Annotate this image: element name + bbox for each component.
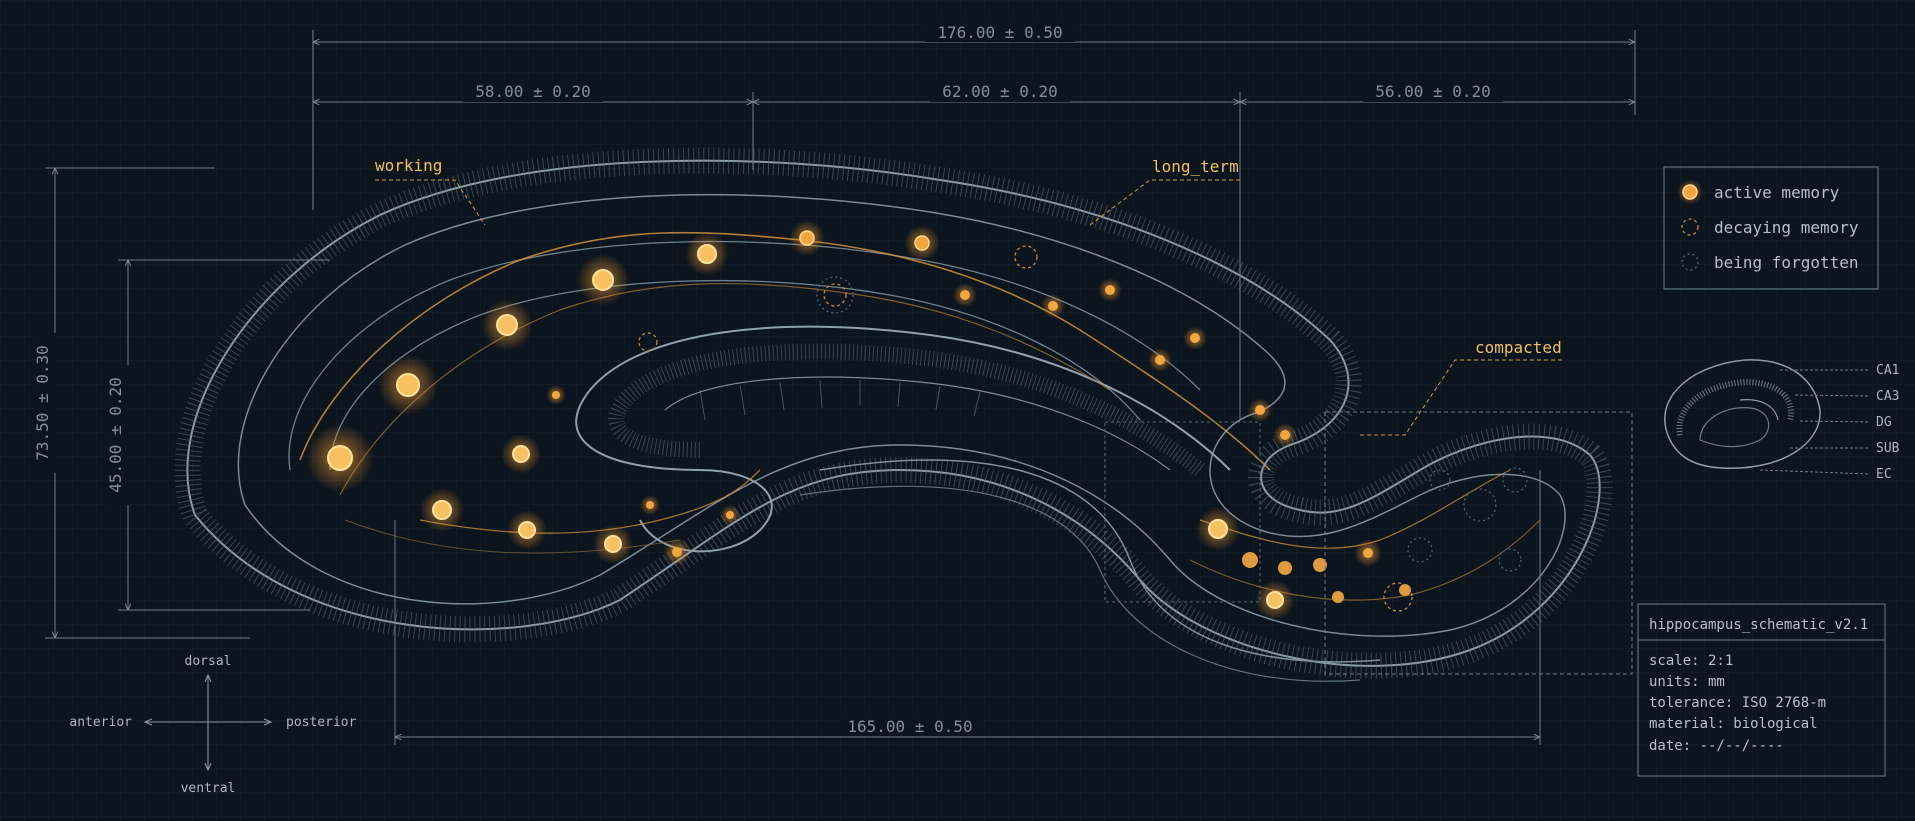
legend-box — [1663, 166, 1879, 290]
compass-dorsal: dorsal — [185, 654, 232, 669]
title-block-frame — [1637, 603, 1886, 777]
region-label-ca3: CA3 — [1876, 389, 1899, 404]
callouts: working long_term compacted — [375, 156, 1633, 675]
compass: dorsal ventral anterior posterior — [69, 654, 356, 796]
svg-text:active memory: active memory — [1714, 183, 1840, 202]
compass-posterior: posterior — [286, 715, 357, 730]
title-block-tolerance: tolerance: ISO 2768-m — [1649, 695, 1826, 711]
title-block: hippocampus_schematic_v2.1 scale: 2:1 un… — [1637, 603, 1886, 777]
svg-text:being forgotten: being forgotten — [1714, 253, 1859, 272]
region-label-sub: SUB — [1876, 441, 1900, 456]
legend-item-forgotten: being forgotten — [1681, 253, 1859, 272]
callout-working: working — [375, 156, 442, 175]
memory-nodes — [306, 220, 1528, 620]
seg-mid-dimension: 62.00 ± 0.20 — [942, 82, 1058, 101]
title-block-material: material: biological — [1649, 716, 1818, 732]
active-node — [306, 424, 374, 492]
title-block-units: units: mm — [1649, 674, 1725, 690]
compacted-region-box — [1324, 411, 1633, 675]
callout-compacted: compacted — [1475, 338, 1562, 357]
legend: active memory decaying memory being forg… — [1663, 166, 1879, 290]
compass-anterior: anterior — [69, 715, 132, 730]
svg-text:decaying memory: decaying memory — [1714, 218, 1859, 237]
seg-left-dimension: 58.00 ± 0.20 — [475, 82, 591, 101]
height-outer-dimension: 73.50 ± 0.30 — [33, 345, 52, 461]
dimension-labels: 176.00 ± 0.50 58.00 ± 0.20 62.00 ± 0.20 … — [33, 20, 1503, 736]
compass-ventral: ventral — [181, 781, 236, 796]
title-block-title: hippocampus_schematic_v2.1 — [1649, 617, 1868, 633]
region-label-dg: DG — [1876, 415, 1892, 430]
overall-dimension: 176.00 ± 0.50 — [937, 23, 1062, 42]
height-inner-dimension: 45.00 ± 0.20 — [106, 377, 125, 493]
region-label-ec: EC — [1876, 467, 1892, 482]
bottom-dimension: 165.00 ± 0.50 — [847, 717, 972, 736]
region-diagram: CA1 CA3 DG SUB EC — [1664, 359, 1900, 482]
seg-right-dimension: 56.00 ± 0.20 — [1375, 82, 1491, 101]
legend-item-decaying: decaying memory — [1681, 218, 1859, 237]
region-label-ca1: CA1 — [1876, 363, 1899, 378]
legend-item-active: active memory — [1677, 179, 1840, 205]
title-block-scale: scale: 2:1 — [1649, 653, 1733, 669]
callout-long-term: long_term — [1152, 157, 1239, 176]
title-block-date: date: --/--/---- — [1649, 738, 1784, 754]
